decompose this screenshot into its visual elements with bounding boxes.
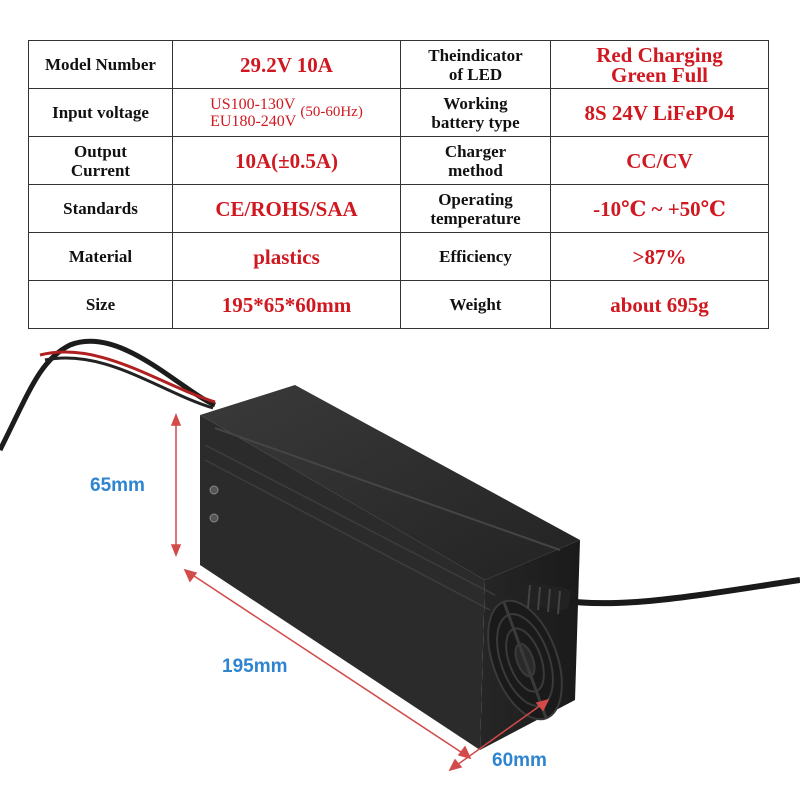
height-dimension-label: 65mm bbox=[90, 475, 145, 496]
product-photo: 65mm 195mm 60mm bbox=[0, 330, 800, 800]
charger-method-label-line2: method bbox=[448, 160, 503, 180]
working-battery-label-line2: battery type bbox=[431, 112, 520, 132]
material-value: plastics bbox=[172, 232, 401, 281]
output-current-label-line2: Current bbox=[70, 160, 131, 180]
spec-row-input: Input voltage US100-130V EU180-240V (50-… bbox=[28, 88, 769, 137]
input-voltage-hz: (50-60Hz) bbox=[300, 104, 363, 120]
strain-relief bbox=[519, 581, 571, 615]
input-voltage-eu: EU180-240V bbox=[210, 112, 297, 130]
operating-temp-label: Operating temperature bbox=[400, 184, 551, 233]
charger-method-label-line1: Charger bbox=[444, 141, 507, 161]
input-cable-red bbox=[39, 350, 216, 404]
indicator-label: Theindicator of LED bbox=[400, 40, 551, 89]
indicator-value-line1: Red Charging bbox=[596, 42, 723, 67]
material-label: Material bbox=[28, 232, 173, 281]
indicator-value-line2: Green Full bbox=[610, 62, 709, 87]
input-voltage-label: Input voltage bbox=[28, 88, 173, 137]
dimension-lines bbox=[170, 412, 550, 772]
led-indicator-2 bbox=[209, 513, 219, 523]
spec-row-model: Model Number 29.2V 10A Theindicator of L… bbox=[28, 40, 769, 89]
model-number-label: Model Number bbox=[28, 40, 173, 89]
output-cable bbox=[559, 577, 800, 607]
weight-value: about 695g bbox=[550, 280, 769, 329]
efficiency-label: Efficiency bbox=[400, 232, 551, 281]
charger-method-label: Charger method bbox=[400, 136, 551, 185]
working-battery-label: Working battery type bbox=[400, 88, 551, 137]
charger-illustration bbox=[0, 338, 800, 772]
output-current-label: Output Current bbox=[28, 136, 173, 185]
indicator-label-line1: Theindicator bbox=[428, 45, 523, 65]
efficiency-value: >87% bbox=[550, 232, 769, 281]
led-indicator-1 bbox=[209, 485, 219, 495]
size-value: 195*65*60mm bbox=[172, 280, 401, 329]
indicator-label-line2: of LED bbox=[448, 64, 503, 84]
input-cable-black bbox=[44, 356, 214, 410]
model-number-value: 29.2V 10A bbox=[172, 40, 401, 89]
charger-top-face bbox=[200, 385, 580, 580]
spec-table: Model Number 29.2V 10A Theindicator of L… bbox=[28, 40, 769, 329]
width-dimension-label: 60mm bbox=[492, 750, 547, 771]
working-battery-label-line1: Working bbox=[443, 93, 508, 113]
operating-temp-value: -10℃ ~ +50℃ bbox=[550, 184, 769, 233]
input-voltage-value: US100-130V EU180-240V (50-60Hz) bbox=[172, 88, 401, 137]
working-battery-value: 8S 24V LiFePO4 bbox=[550, 88, 769, 137]
indicator-value: Red Charging Green Full bbox=[550, 40, 769, 89]
charger-method-value: CC/CV bbox=[550, 136, 769, 185]
spec-row-size: Size 195*65*60mm Weight about 695g bbox=[28, 280, 769, 329]
weight-label: Weight bbox=[400, 280, 551, 329]
spec-row-output: Output Current 10A(±0.5A) Charger method… bbox=[28, 136, 769, 185]
standards-label: Standards bbox=[28, 184, 173, 233]
input-voltage-us: US100-130V bbox=[210, 95, 296, 113]
spec-row-standards: Standards CE/ROHS/SAA Operating temperat… bbox=[28, 184, 769, 233]
output-current-value: 10A(±0.5A) bbox=[172, 136, 401, 185]
output-current-label-line1: Output bbox=[74, 141, 127, 161]
length-dimension-label: 195mm bbox=[222, 656, 288, 677]
operating-temp-label-line1: Operating bbox=[438, 189, 513, 209]
size-label: Size bbox=[28, 280, 173, 329]
charger-end-face bbox=[200, 415, 485, 750]
operating-temp-label-line2: temperature bbox=[430, 208, 521, 228]
standards-value: CE/ROHS/SAA bbox=[172, 184, 401, 233]
spec-row-material: Material plastics Efficiency >87% bbox=[28, 232, 769, 281]
input-cable bbox=[0, 338, 217, 452]
